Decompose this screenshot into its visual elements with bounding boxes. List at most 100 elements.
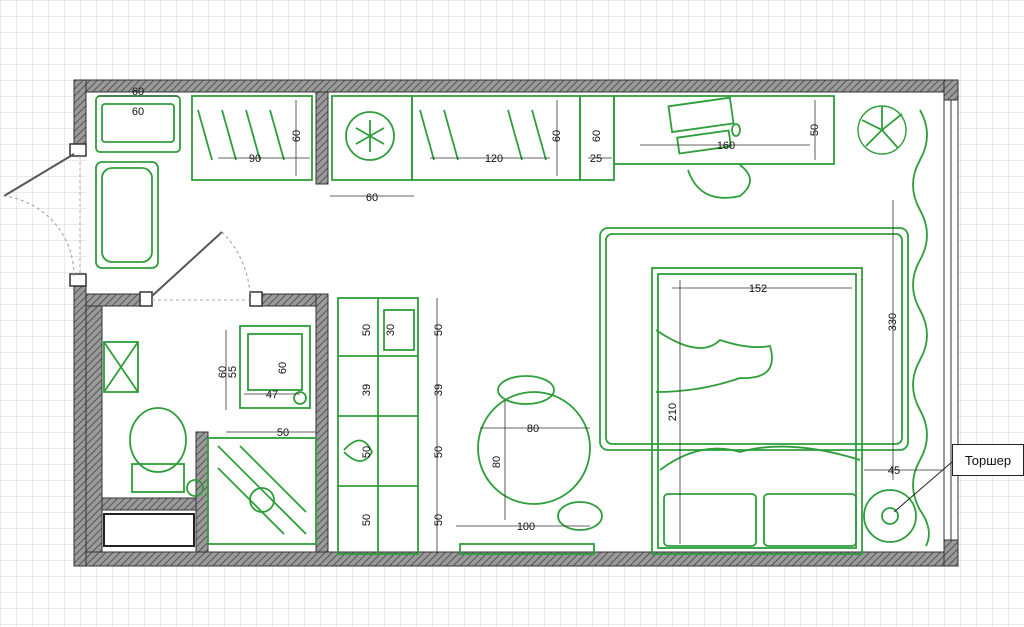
faucet-icon — [293, 391, 307, 405]
cabinet-shelf — [419, 109, 435, 161]
plant-leaves — [861, 106, 903, 149]
bathroom-basin — [239, 325, 311, 409]
dim-cabinet-side-1: 50 — [433, 324, 445, 336]
wardrobe-hanger — [221, 109, 237, 161]
floor-lamp-label: Торшер — [952, 444, 1024, 476]
wall-bathroom-shaft — [101, 497, 197, 511]
wall-bathroom-left — [85, 305, 103, 553]
wardrobe-hanger — [245, 109, 261, 161]
freezer-snowflake-icon — [345, 111, 395, 161]
mirror-cabinet — [103, 341, 139, 393]
bathroom-door — [151, 231, 223, 297]
snowflake-line — [355, 127, 385, 145]
wardrobe-hanger — [197, 109, 213, 161]
shower-hatch — [217, 467, 285, 535]
bed-blanket-fold — [659, 445, 861, 471]
wall-bathroom-right — [315, 293, 329, 553]
door-jamb-bottom — [69, 273, 87, 287]
shower-hatch — [217, 445, 307, 535]
door-jamb-bath-left — [139, 291, 153, 307]
sink-icon — [343, 439, 374, 462]
dim-cabinet-1: 50 — [361, 324, 373, 336]
door-jamb-bath-right — [249, 291, 263, 307]
dim-desk-depth: 50 — [809, 124, 821, 136]
chair-bottom — [557, 501, 603, 531]
shower-drain-icon — [249, 487, 275, 513]
dim-shower-width: 50 — [277, 427, 289, 439]
wardrobe-hanger — [269, 109, 285, 161]
pillow-right — [763, 493, 857, 547]
monitor-icon — [667, 96, 735, 134]
floor-lamp-icon — [863, 489, 917, 543]
dim-bed-width: 152 — [749, 283, 767, 295]
wall-left-lower — [73, 283, 87, 567]
curtain — [912, 109, 930, 547]
dim-wardrobe-depth: 60 — [291, 130, 303, 142]
floor-lamp-leader — [893, 461, 953, 513]
wall-left-upper — [73, 79, 87, 145]
dim-passage-width: 60 — [366, 192, 378, 204]
dim-cabinet-2: 39 — [361, 384, 373, 396]
mouse-icon — [731, 123, 741, 137]
dim-lamp-offset: 45 — [888, 465, 900, 477]
dimension-lines — [98, 95, 944, 554]
dim-cabinet-side-2: 39 — [433, 384, 445, 396]
bed — [651, 267, 863, 555]
dim-table-width: 80 — [527, 423, 539, 435]
bed-blanket-figure — [655, 329, 773, 393]
cabinet-shelf — [443, 109, 459, 161]
dim-basin-width: 60 — [132, 106, 144, 118]
basin-hall-bowl — [101, 103, 175, 143]
dim-cabinet-3: 50 — [361, 446, 373, 458]
dim-table-depth: 80 — [491, 456, 503, 468]
shower-hatch — [239, 445, 307, 513]
dim-fridge-depth: 60 — [591, 130, 603, 142]
rug — [599, 227, 909, 451]
furniture — [95, 95, 930, 555]
dim-cabinet-4: 50 — [361, 514, 373, 526]
wall-bathroom-top-left — [85, 293, 143, 307]
dim-basin2-width: 60 — [217, 366, 229, 378]
desk-chair — [687, 164, 751, 199]
dim-kitchen-depth: 60 — [551, 130, 563, 142]
desk — [613, 95, 835, 165]
dim-bath-width: 60 — [132, 86, 144, 98]
toilet-brush-icon — [186, 479, 204, 497]
dimension-labels: 60 60 90 60 60 120 60 60 25 160 50 152 3… — [132, 86, 900, 533]
cabinet-shelf — [531, 109, 547, 161]
keyboard-icon — [676, 129, 732, 155]
chair-top — [497, 375, 555, 405]
bathtub-inner — [101, 167, 153, 263]
wall-top — [73, 79, 959, 93]
door-jamb-top — [69, 143, 87, 157]
cabinet-shelf — [507, 109, 523, 161]
hob-icon — [383, 309, 415, 351]
wardrobe — [191, 95, 313, 181]
dim-room-length: 330 — [887, 313, 899, 331]
bed-mattress — [657, 273, 857, 549]
entrance-door-swing — [3, 195, 75, 277]
dim-wardrobe-width: 90 — [249, 153, 261, 165]
dim-desk-width: 160 — [717, 140, 735, 152]
mirror-cross — [103, 341, 139, 393]
floor — [86, 92, 946, 552]
bathtub — [95, 161, 159, 269]
rug-inner — [605, 233, 903, 445]
dim-sink-depth: 60 — [277, 362, 289, 374]
partition-hall-kitchen — [315, 91, 329, 185]
dining-table — [477, 391, 591, 505]
doormat — [459, 543, 595, 555]
toilet — [129, 407, 187, 473]
dim-cabinet-side-4: 50 — [433, 514, 445, 526]
floor-lamp-center — [881, 507, 899, 525]
dim-rug-width: 100 — [517, 521, 535, 533]
dim-sink-width: 47 — [266, 389, 278, 401]
ventilation-shaft — [103, 513, 195, 547]
dim-cabinet-side-3: 50 — [433, 446, 445, 458]
toilet-tank — [131, 463, 185, 493]
dim-shelf-width: 25 — [590, 153, 602, 165]
dim-kitchen-width: 120 — [485, 153, 503, 165]
dim-bed-length: 210 — [667, 403, 679, 421]
bathroom-door-swing — [221, 231, 251, 297]
shower-tray — [207, 437, 317, 545]
